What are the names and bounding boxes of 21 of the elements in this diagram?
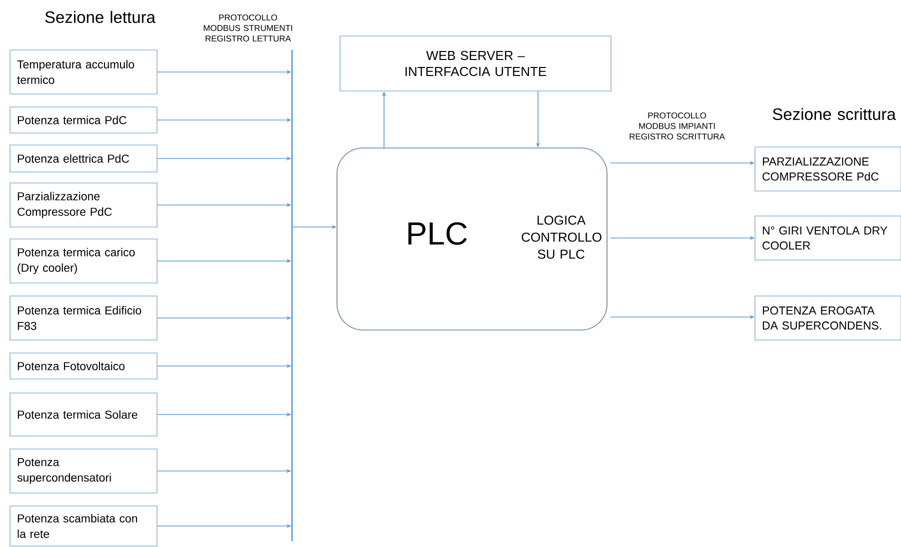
input-box: Temperatura accumulo termico [10, 50, 158, 94]
plc-box [336, 148, 608, 330]
input-box: Potenza termica PdC [10, 106, 158, 134]
input-box: Potenza elettrica PdC [10, 144, 158, 172]
input-box: Potenza scambiata con la rete [10, 506, 158, 546]
protocol-note: PROTOCOLLO MODBUS IMPIANTI REGISTRO SCRITTURA [630, 112, 725, 140]
logic-text: LOGICA CONTROLLO SU PLC [522, 216, 602, 259]
server-box: WEB SERVER – INTERFACCIA UTENTE [340, 36, 612, 92]
section-heading: Sezione scrittura [772, 108, 896, 120]
input-box: Potenza termica Edificio F83 [10, 296, 158, 340]
protocol-note: PROTOCOLLO MODBUS STRUMENTI REGISTRO LETTURA [204, 14, 292, 42]
input-box: Potenza supercondensatori [10, 448, 158, 494]
input-box: Potenza termica Solare [10, 392, 158, 436]
input-box: Potenza Fotovoltaico [10, 352, 158, 380]
input-box: Potenza termica carico (Dry cooler) [10, 238, 158, 284]
plc-label: PLC [408, 222, 467, 245]
section-heading: Sezione lettura [45, 10, 156, 24]
input-box: Parzializzazione Compressore PdC [10, 182, 158, 228]
output-box: N° GIRI VENTOLA DRY COOLER [754, 216, 901, 260]
output-box: PARZIALIZZAZIONE COMPRESSORE PdC [754, 146, 901, 192]
output-box: POTENZA EROGATA DA SUPERCONDENS. [754, 296, 901, 340]
